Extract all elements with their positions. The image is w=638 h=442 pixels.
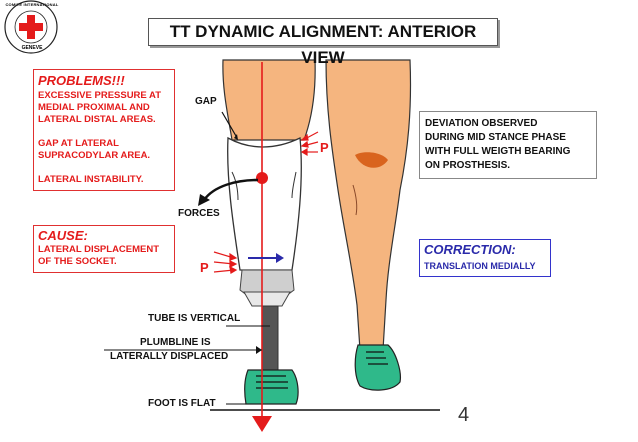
forces-arrow — [198, 178, 259, 206]
deviation-line: DEVIATION OBSERVED — [425, 118, 538, 129]
sound-leg — [325, 59, 412, 351]
problems-line: GAP AT LATERAL — [38, 138, 119, 149]
page-title: TT DYNAMIC ALIGNMENT: ANTERIOR VIEW — [148, 18, 498, 67]
tube-label: TUBE IS VERTICAL — [148, 313, 241, 324]
forces-label: FORCES — [178, 208, 220, 219]
right-shoe — [354, 344, 401, 391]
pressure-arrows-lower — [213, 251, 238, 274]
cause-line: OF THE SOCKET. — [38, 256, 117, 267]
prosthetic-socket — [227, 136, 302, 271]
cause-line: LATERAL DISPLACEMENT — [38, 244, 160, 255]
problems-heading: PROBLEMS!!! — [38, 73, 125, 88]
prosthetic-foot — [244, 369, 299, 405]
correction-text: TRANSLATION MEDIALLY — [424, 261, 536, 271]
logo-bottom-text: GENEVE — [21, 45, 43, 51]
residual-limb — [222, 59, 316, 141]
cause-box: CAUSE: LATERAL DISPLACEMENT OF THE SOCKE… — [33, 225, 175, 273]
page-number: 4 — [458, 404, 470, 426]
plumbline-label-1: PLUMBLINE IS — [140, 337, 211, 348]
icrc-logo — [4, 0, 58, 54]
deviation-line: DURING MID STANCE PHASE — [425, 132, 566, 143]
deviation-line: WITH FULL WEIGTH BEARING — [425, 146, 571, 157]
plumb-line — [252, 62, 272, 432]
problems-line: LATERAL INSTABILITY. — [38, 174, 144, 185]
gap-pointer — [221, 111, 237, 137]
pressure-label-lower: P — [200, 260, 209, 275]
pylon — [239, 269, 295, 373]
problems-line: SUPRACODYLAR AREA. — [38, 150, 151, 161]
plumbline-label-2: LATERALLY DISPLACED — [110, 351, 229, 362]
problems-box: PROBLEMS!!! EXCESSIVE PRESSURE AT MEDIAL… — [33, 69, 175, 191]
gap-label: GAP — [195, 96, 217, 107]
problems-line: LATERAL DISTAL AREAS. — [38, 114, 156, 125]
pressure-arrows-upper — [300, 131, 319, 157]
problems-line: EXCESSIVE PRESSURE AT — [38, 90, 162, 101]
correction-arrow — [248, 253, 284, 263]
cause-heading: CAUSE: — [38, 228, 88, 243]
problems-line: MEDIAL PROXIMAL AND — [38, 102, 150, 113]
foot-label: FOOT IS FLAT — [148, 398, 216, 409]
correction-heading: CORRECTION: — [424, 242, 516, 257]
logo-top-text: COMITE INTERNATIONAL — [5, 2, 59, 7]
pressure-label-upper: P — [320, 140, 329, 155]
correction-box: CORRECTION: TRANSLATION MEDIALLY — [419, 239, 551, 277]
deviation-line: ON PROSTHESIS. — [425, 160, 511, 171]
deviation-box: DEVIATION OBSERVED DURING MID STANCE PHA… — [419, 111, 597, 179]
